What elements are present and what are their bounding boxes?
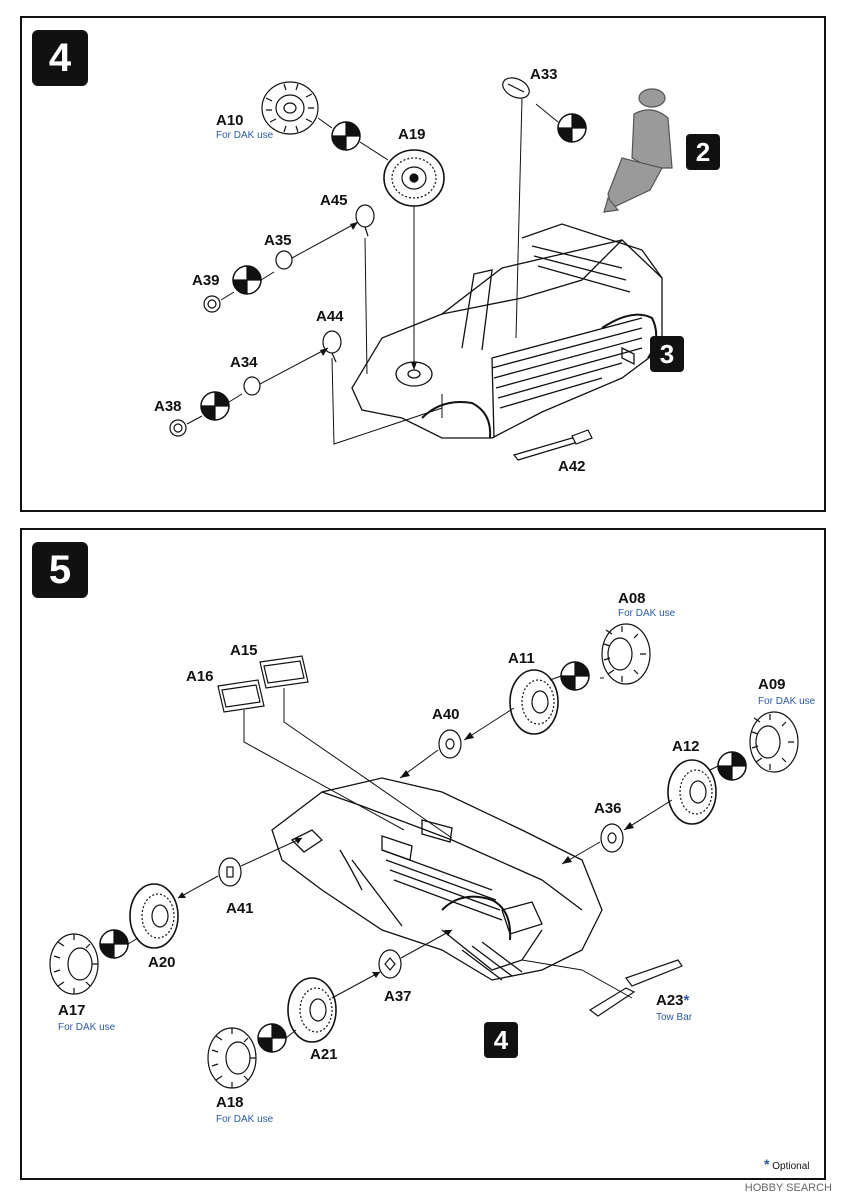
hub-a41-icon [218,857,242,887]
figure-reference-badge: 2 [686,134,720,170]
glue-symbol-icon [560,661,590,691]
wheel-a20-icon [129,883,179,949]
part-label-a23-text: A23 [656,992,684,1009]
part-label-a33: A33 [530,66,558,83]
part-label-a38: A38 [154,398,182,415]
step-4-drawing [169,77,673,461]
part-a39-icon [203,295,221,313]
part-label-a44: A44 [316,308,344,325]
part-a34-icon [243,376,261,396]
part-a42-icon [512,429,593,461]
glue-symbol-icon [99,929,129,959]
watermark: HOBBY SEARCH [744,1182,832,1194]
optional-legend: * Optional [764,1156,809,1172]
part-a44-icon [322,330,342,363]
part-label-a20: A20 [148,954,176,971]
step-number-badge: 4 [32,30,88,86]
step-number-badge: 5 [32,542,88,598]
part-label-a39: A39 [192,272,220,289]
part-note-a17: For DAK use [58,1022,116,1033]
part-label-a16: A16 [186,668,214,685]
optional-star: * [683,992,690,1009]
hub-a37-icon [378,949,402,979]
optional-legend-text: Optional [772,1161,810,1172]
step-5-panel: 5 [20,528,826,1180]
step-4-panel: 4 [20,16,826,512]
subassembly-reference-badge: 4 [484,1022,518,1058]
vehicle-underside-icon [271,777,603,981]
glue-symbol-icon [717,751,747,781]
wheel-a21-icon [287,977,337,1043]
part-label-a34: A34 [230,354,258,371]
glue-symbol-icon [257,1023,287,1053]
part-note-a09: For DAK use [758,696,816,707]
part-label-a35: A35 [264,232,292,249]
plate-a16-icon [217,679,265,713]
part-label-a08: A08 [618,590,646,607]
tow-bar-a23-icon [588,959,683,1017]
hub-a40-icon [438,729,462,759]
tire-a10-icon [261,81,319,135]
part-label-a41: A41 [226,900,254,917]
part-label-a15: A15 [230,642,258,659]
part-label-a36: A36 [594,800,622,817]
part-label-a23: A23* [656,992,689,1009]
part-a45-icon [355,204,375,237]
part-label-a12: A12 [672,738,700,755]
glue-symbol-icon [557,113,587,143]
tire-a17-icon [49,933,99,995]
hub-a36-icon [600,823,624,853]
part-label-a18: A18 [216,1094,244,1111]
part-label-a19: A19 [398,126,426,143]
part-label-a42: A42 [558,458,586,475]
part-label-a37: A37 [384,988,412,1005]
wheel-a19-icon [383,149,445,207]
wheel-a12-icon [667,759,717,825]
step-5-drawing [49,623,799,1089]
part-label-a11: A11 [508,650,535,667]
wheel-a11-icon [509,669,559,735]
part-a38-icon [169,419,187,437]
part-note-a18: For DAK use [216,1114,274,1125]
tire-a18-icon [207,1027,257,1089]
subassembly-reference-badge: 3 [650,336,684,372]
steering-wheel-a33-icon [502,77,530,99]
seated-driver-figure-icon [603,88,673,213]
part-note-a08: For DAK use [618,608,676,619]
glue-symbol-icon [331,121,361,151]
tire-a09-icon [749,711,799,773]
glue-symbol-icon [200,391,230,421]
part-note-a23: Tow Bar [656,1012,693,1023]
part-label-a10: A10 [216,112,244,129]
glue-symbol-icon [232,265,262,295]
part-a35-icon [275,250,293,270]
part-note-a10: For DAK use [216,130,274,141]
part-label-a17: A17 [58,1002,86,1019]
part-label-a21: A21 [310,1046,338,1063]
plate-a15-icon [259,655,309,689]
optional-legend-star: * [764,1156,770,1172]
tire-a08-icon [601,623,651,685]
part-label-a40: A40 [432,706,460,723]
part-label-a09: A09 [758,676,786,693]
vehicle-body-icon [351,223,663,439]
part-label-a45: A45 [320,192,348,209]
